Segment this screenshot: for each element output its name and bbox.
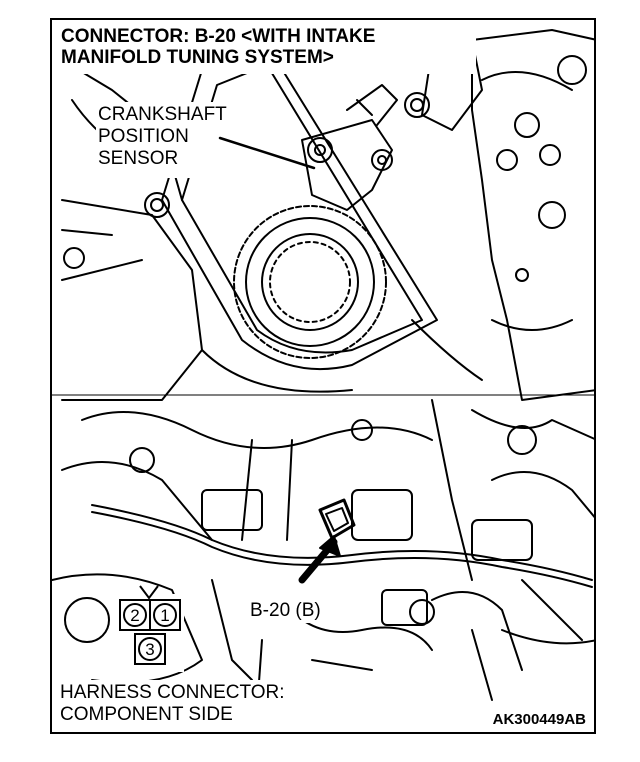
lower-engine-view [52, 394, 594, 711]
diagram-frame: 2 1 3 CONNECTOR: B-20 <WITH INTAKE MANIF… [50, 18, 596, 734]
sensor-label: CRANKSHAFT POSITION SENSOR [98, 104, 227, 170]
page-title: CONNECTOR: B-20 <WITH INTAKE MANIFOLD TU… [61, 26, 375, 68]
engine-illustration: 2 1 3 [52, 24, 594, 732]
pin-number-1: 1 [160, 606, 169, 625]
pin-number-2: 2 [130, 606, 139, 625]
harness-label: HARNESS CONNECTOR: COMPONENT SIDE [60, 682, 285, 726]
title-line-2: MANIFOLD TUNING SYSTEM> [61, 47, 334, 68]
figure-code: AK300449AB [492, 711, 586, 728]
title-line-1: CONNECTOR: B-20 <WITH INTAKE [61, 26, 376, 47]
harness-label-line-1: HARNESS CONNECTOR: [60, 682, 285, 703]
pin-diagram: 2 1 3 [114, 585, 184, 672]
sensor-leader-line [218, 136, 316, 170]
pin-number-3: 3 [145, 640, 154, 659]
sensor-label-line-2: POSITION [98, 126, 189, 147]
harness-label-line-2: COMPONENT SIDE [60, 704, 233, 725]
sensor-label-line-1: CRANKSHAFT [98, 104, 227, 125]
sensor-label-line-3: SENSOR [98, 148, 179, 169]
upper-engine-view [61, 29, 594, 401]
connector-label: B-20 (B) [250, 600, 321, 621]
